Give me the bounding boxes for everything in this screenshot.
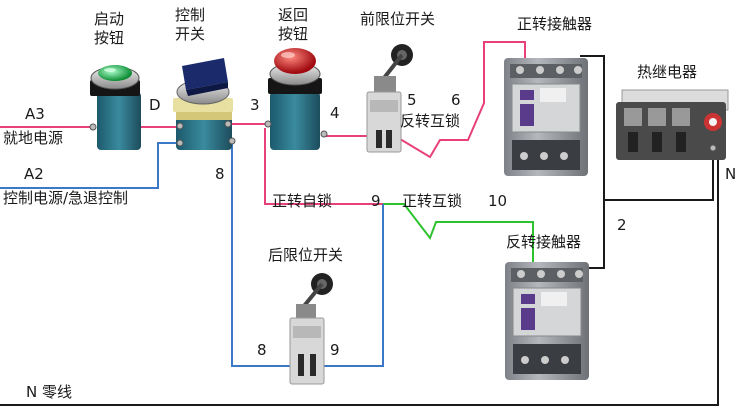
wire-5-6 <box>394 41 526 159</box>
control-switch-label: 控制 开关 <box>175 6 206 43</box>
start-button <box>89 65 141 150</box>
wire-9-10 <box>383 203 534 272</box>
node-9: 9 <box>371 192 381 210</box>
reverse-contactor <box>505 262 589 380</box>
thermal-relay-label: 热继电器 <box>637 63 698 81</box>
forward-contactor <box>504 58 588 176</box>
front-limit-switch-label: 前限位开关 <box>360 10 436 28</box>
n-label: N <box>725 165 737 183</box>
wire-self-lock <box>264 128 383 205</box>
thermal-relay <box>616 89 729 160</box>
a3-label: A3 <box>25 105 45 123</box>
a2-label: A2 <box>24 165 44 183</box>
node-4: 4 <box>330 104 340 122</box>
forward-self-lock-label: 正转自锁 <box>272 192 333 210</box>
wire-8 <box>231 141 298 367</box>
wire-n <box>0 148 719 406</box>
rear-limit-switch-label: 后限位开关 <box>268 246 344 264</box>
node-5: 5 <box>407 91 417 109</box>
node-3: 3 <box>250 96 260 114</box>
return-button-label: 返回 按钮 <box>278 6 309 43</box>
node-8: 8 <box>215 165 225 183</box>
reverse-interlock-label: 反转互锁 <box>400 112 461 130</box>
forward-interlock-label: 正转互锁 <box>402 192 463 210</box>
front-limit-switch <box>366 44 413 153</box>
node-2: 2 <box>617 216 627 234</box>
node-8-rear: 8 <box>257 341 267 359</box>
a3-desc-label: 就地电源 <box>3 129 64 147</box>
node-d: D <box>149 96 161 114</box>
rear-limit-switch <box>289 273 333 385</box>
node-10: 10 <box>488 192 508 210</box>
a2-desc-label: 控制电源/急退控制 <box>3 189 129 207</box>
start-button-label: 启动 按钮 <box>94 10 125 47</box>
control-switch <box>173 58 236 150</box>
wire-contactor-top <box>580 55 605 269</box>
reverse-contactor-label: 反转接触器 <box>506 233 582 251</box>
neutral-line-label: N 零线 <box>26 383 72 401</box>
node-9-rear: 9 <box>330 341 340 359</box>
forward-contactor-label: 正转接触器 <box>517 15 593 33</box>
wire-a2 <box>0 142 180 189</box>
return-button <box>264 48 328 150</box>
node-6: 6 <box>451 91 461 109</box>
wire-9 <box>318 204 384 367</box>
wire-2 <box>604 150 714 201</box>
wires <box>0 41 719 406</box>
